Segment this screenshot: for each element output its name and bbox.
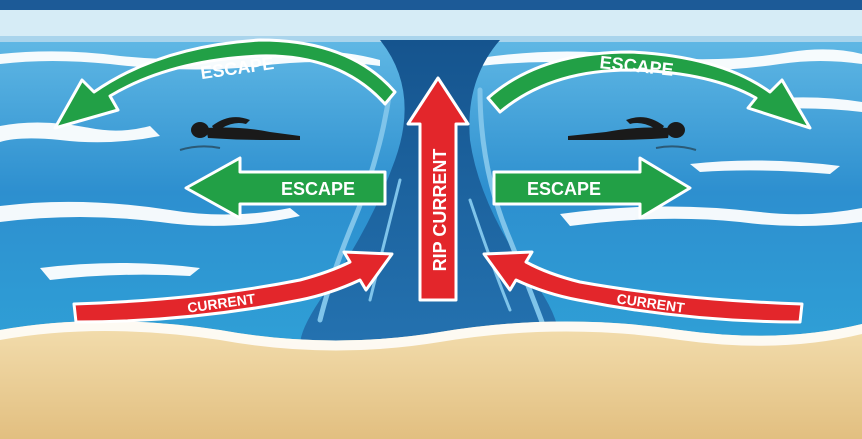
escape-arrow-mid-right: ESCAPE <box>492 156 692 220</box>
escape-arrow-top-right: ESCAPE <box>486 50 812 130</box>
sky <box>0 10 862 40</box>
header-bar <box>0 0 862 10</box>
escape-arrow-top-left: ESCAPE <box>53 38 397 130</box>
shoreline-foam <box>0 321 862 351</box>
escape-arrow-mid-left: ESCAPE <box>184 156 387 220</box>
beach <box>0 321 862 439</box>
escape-label-mid-right: ESCAPE <box>527 179 601 199</box>
escape-label-mid-left: ESCAPE <box>281 179 355 199</box>
swimmer-icon <box>568 117 697 151</box>
rip-current-label: RIP CURRENT <box>430 149 450 272</box>
rip-current-arrow: RIP CURRENT <box>406 76 470 302</box>
swimmer-icon <box>179 117 300 151</box>
current-arrow-left: CURRENT <box>72 250 394 324</box>
